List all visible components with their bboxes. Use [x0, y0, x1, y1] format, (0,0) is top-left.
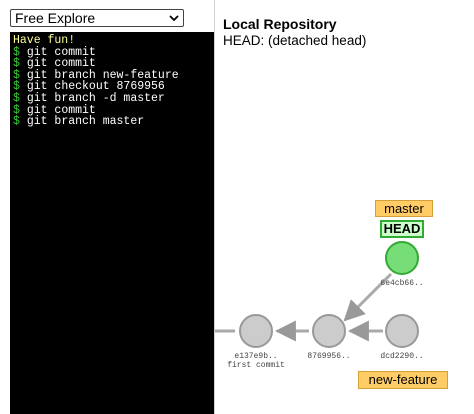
terminal-command: git commit — [26, 57, 96, 71]
commit-graph: e137e9b.. first commit 8769956.. dcd2290… — [215, 241, 424, 370]
mode-select-value: Free Explore — [15, 10, 96, 26]
commit-id: dcd2290.. — [380, 352, 423, 361]
commit-subject: first commit — [227, 361, 285, 370]
terminal-prompt: $ — [13, 80, 20, 94]
terminal-line: $ git commit — [13, 58, 214, 70]
repo-title: Local Repository — [223, 16, 337, 32]
terminal-prompt: $ — [13, 57, 20, 71]
branch-master[interactable]: master — [375, 200, 433, 217]
terminal-welcome: Have fun! — [13, 34, 76, 47]
commit-node[interactable] — [239, 314, 273, 348]
terminal-command: git branch -d master — [26, 91, 165, 105]
commit-node[interactable] — [312, 314, 346, 348]
terminal-prompt: $ — [13, 68, 20, 82]
head-status: HEAD: (detached head) — [223, 33, 367, 48]
commit-id: e137e9b.. — [234, 352, 277, 361]
terminal-command: git branch master — [26, 115, 145, 129]
terminal-line: $ git branch new-feature — [13, 68, 214, 82]
terminal-prompt: $ — [13, 115, 20, 129]
terminal-command: git branch new-feature — [26, 68, 179, 82]
terminal-line: $ git branch master — [13, 116, 214, 128]
terminal-line: $ git commit — [13, 103, 214, 117]
terminal-line: $ git commit — [13, 45, 214, 59]
chevron-down-icon — [169, 15, 179, 22]
terminal-command: git commit — [26, 45, 96, 59]
terminal-line: $ git branch -d master — [13, 93, 214, 105]
repo-panel: Local Repository HEAD: (detached head) e… — [215, 0, 474, 414]
terminal-command: git commit — [26, 103, 96, 117]
terminal-prompt: $ — [13, 103, 20, 117]
terminal-line: $ git checkout 8769956 — [13, 81, 214, 93]
commit-node[interactable] — [385, 314, 419, 348]
edge — [343, 272, 393, 322]
panel-divider — [214, 0, 215, 414]
left-panel: Free Explore Have fun! $ git commit $ gi… — [0, 0, 214, 414]
commit-id: 6e4cb66.. — [380, 279, 423, 288]
mode-select[interactable]: Free Explore — [10, 9, 184, 27]
head-commit-node[interactable] — [385, 241, 419, 275]
branch-new-feature[interactable]: new-feature — [358, 371, 448, 389]
terminal-prompt: $ — [13, 45, 20, 59]
terminal-command: git checkout 8769956 — [26, 80, 165, 94]
commit-id: 8769956.. — [307, 352, 350, 361]
terminal-prompt: $ — [13, 91, 20, 105]
head-label[interactable]: HEAD — [380, 220, 424, 238]
terminal[interactable]: Have fun! $ git commit $ git commit $ gi… — [10, 32, 214, 414]
